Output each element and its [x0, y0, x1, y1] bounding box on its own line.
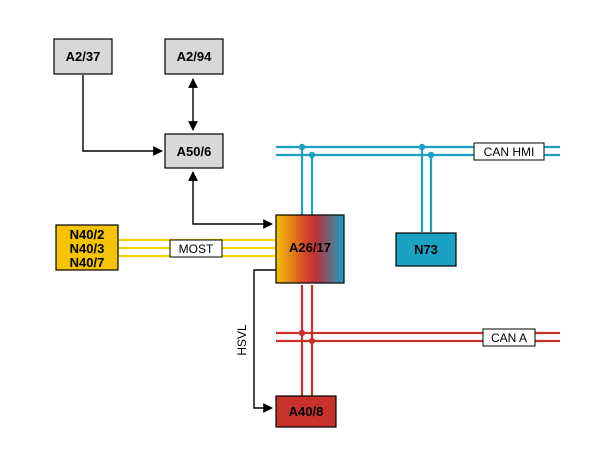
- node-a2-37-label: A2/37: [66, 49, 101, 64]
- junction-dot: [427, 151, 435, 159]
- can-hmi-label-text: CAN HMI: [484, 145, 535, 159]
- node-n40-2-label: N40/2: [70, 227, 105, 242]
- node-a50-6-label: A50/6: [177, 144, 212, 159]
- node-n73-label: N73: [414, 242, 438, 257]
- can-hmi-label: CAN HMI: [473, 142, 545, 161]
- node-a2-37[interactable]: A2/37: [53, 38, 113, 75]
- node-n40[interactable]: N40/2 N40/3 N40/7: [55, 224, 119, 271]
- can-a-label: CAN A: [482, 328, 536, 347]
- node-n40-7-label: N40/7: [70, 255, 105, 270]
- node-a2-94-label: A2/94: [177, 49, 212, 64]
- node-a2-94[interactable]: A2/94: [164, 38, 224, 75]
- connections: [82, 75, 276, 413]
- node-a40-8-label: A40/8: [289, 404, 324, 419]
- junction-dot: [418, 143, 426, 151]
- node-n73[interactable]: N73: [395, 232, 457, 267]
- junction-dot: [298, 329, 306, 337]
- can-a-label-text: CAN A: [491, 331, 527, 345]
- junction-dot: [308, 151, 316, 159]
- node-a26-17-label: A26/17: [289, 240, 331, 255]
- arrow-hsvl: [253, 269, 276, 413]
- arrow-a2-37-to-a50-6: [82, 75, 163, 156]
- hsvl-label: HSVL: [235, 324, 249, 356]
- arrow-a50-6-a26-17: [188, 171, 273, 229]
- most-label: MOST: [169, 239, 223, 258]
- node-a26-17[interactable]: A26/17: [275, 214, 345, 284]
- junction-dot: [298, 143, 306, 151]
- junction-dot: [308, 337, 316, 345]
- node-a40-8[interactable]: A40/8: [275, 395, 337, 428]
- node-n40-3-label: N40/3: [70, 241, 105, 256]
- most-label-text: MOST: [179, 242, 214, 256]
- node-a50-6[interactable]: A50/6: [164, 133, 224, 169]
